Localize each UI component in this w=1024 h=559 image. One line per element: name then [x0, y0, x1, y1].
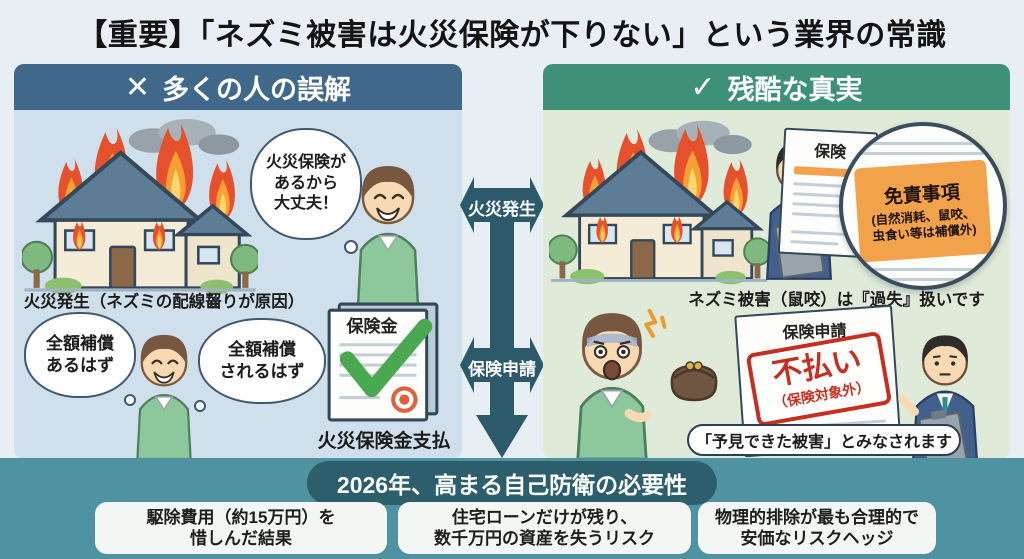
truth-panel-header: ✓ 残酷な真実 — [543, 64, 1010, 110]
truth-panel-title: 残酷な真実 — [727, 74, 863, 105]
cross-mark-icon: ✕ — [124, 70, 151, 104]
payout-document-illustration — [327, 302, 439, 422]
insurance-claim-arrow — [460, 337, 544, 393]
center-flow-arrows — [460, 177, 544, 458]
happy-homeowner-illustration-2 — [136, 334, 192, 459]
self-defense-banner: 2026年、高まる自己防衛の必要性 — [306, 461, 718, 505]
bottom-band: 2026年、高まる自己防衛の必要性 駆除費用（約15万円）を 惜しんだ結果 住宅… — [0, 458, 1024, 559]
negligence-caption: ネズミ被害（鼠咬）は『過失』扱いです — [688, 291, 985, 309]
payout-document-title: 保険金 — [346, 317, 398, 336]
bubble-full-compensation-left: 全額補償 あるはず — [24, 312, 136, 398]
happy-homeowner-illustration — [356, 166, 420, 306]
truth-panel: ✓ 残酷な真実 — [543, 64, 1010, 459]
exclusion-body: (自然消耗、鼠咬、 虫食い等は補償外) — [870, 206, 977, 244]
bubble-dot — [124, 394, 136, 406]
empty-wallet-illustration — [670, 361, 718, 402]
shocked-man-illustration — [576, 308, 667, 459]
exclusion-title: 免責事項 — [883, 182, 961, 210]
misunderstanding-panel-title: 多くの人の誤解 — [162, 74, 352, 105]
magnifier-exclusions: 免責事項 (自然消耗、鼠咬、 虫食い等は補償外) — [839, 122, 1007, 290]
burning-house-illustration — [22, 119, 258, 294]
risk-hedge-box: 物理的排除が最も合理的で 安価なリスクヘッジ — [698, 502, 936, 554]
fire-occurs-arrow — [460, 177, 544, 233]
payout-caption: 火災保険金支払 — [317, 431, 451, 452]
fire-occurs-label: 火災発生 — [468, 200, 536, 219]
fire-cause-caption: 火災発生（ネズミの配線齧りが原因） — [23, 293, 305, 311]
thought-bubble-insurance: 火災保険が あるから 大丈夫！ — [250, 128, 362, 240]
bubble-full-compensation-right: 全額補償 されるはず — [198, 318, 326, 404]
misunderstanding-panel: ✕ 多くの人の誤解 — [14, 64, 462, 459]
page-title: 【重要】「ネズミ被害は火災保険が下りない」という業界の常識 — [77, 19, 947, 52]
burning-house-illustration-right — [549, 120, 769, 285]
bubble-dot — [194, 400, 206, 412]
insurance-claim-label: 保険申請 — [468, 360, 536, 379]
check-mark-icon: ✓ — [690, 70, 716, 104]
cost-result-box: 駆除費用（約15万円）を 惜しんだ結果 — [95, 502, 387, 554]
thought-bubble-dot — [344, 240, 358, 254]
exclusion-clause-box: 免責事項 (自然消耗、鼠咬、 虫食い等は補償外) — [853, 159, 993, 263]
foreseeable-damage-bubble: 「予見できた被害」とみなされます — [687, 424, 961, 456]
asset-risk-box: 住宅ローンだけが残り、 数千万円の資産を失うリスク — [398, 502, 691, 554]
rejection-stamp: 不払い （保険対象外） — [745, 330, 893, 428]
misunderstanding-panel-header: ✕ 多くの人の誤解 — [14, 64, 462, 110]
